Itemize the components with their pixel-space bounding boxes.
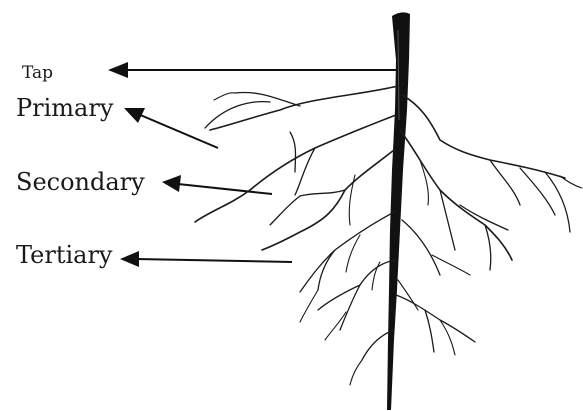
label-primary: Primary	[16, 94, 114, 122]
arrow-primary	[124, 108, 218, 148]
arrow-tertiary	[120, 251, 292, 267]
arrow-tap	[108, 62, 396, 78]
label-secondary: Secondary	[16, 168, 145, 196]
label-tap: Tap	[22, 63, 53, 83]
label-tertiary: Tertiary	[16, 241, 113, 269]
primary-roots	[195, 86, 582, 270]
secondary-roots	[300, 210, 475, 385]
